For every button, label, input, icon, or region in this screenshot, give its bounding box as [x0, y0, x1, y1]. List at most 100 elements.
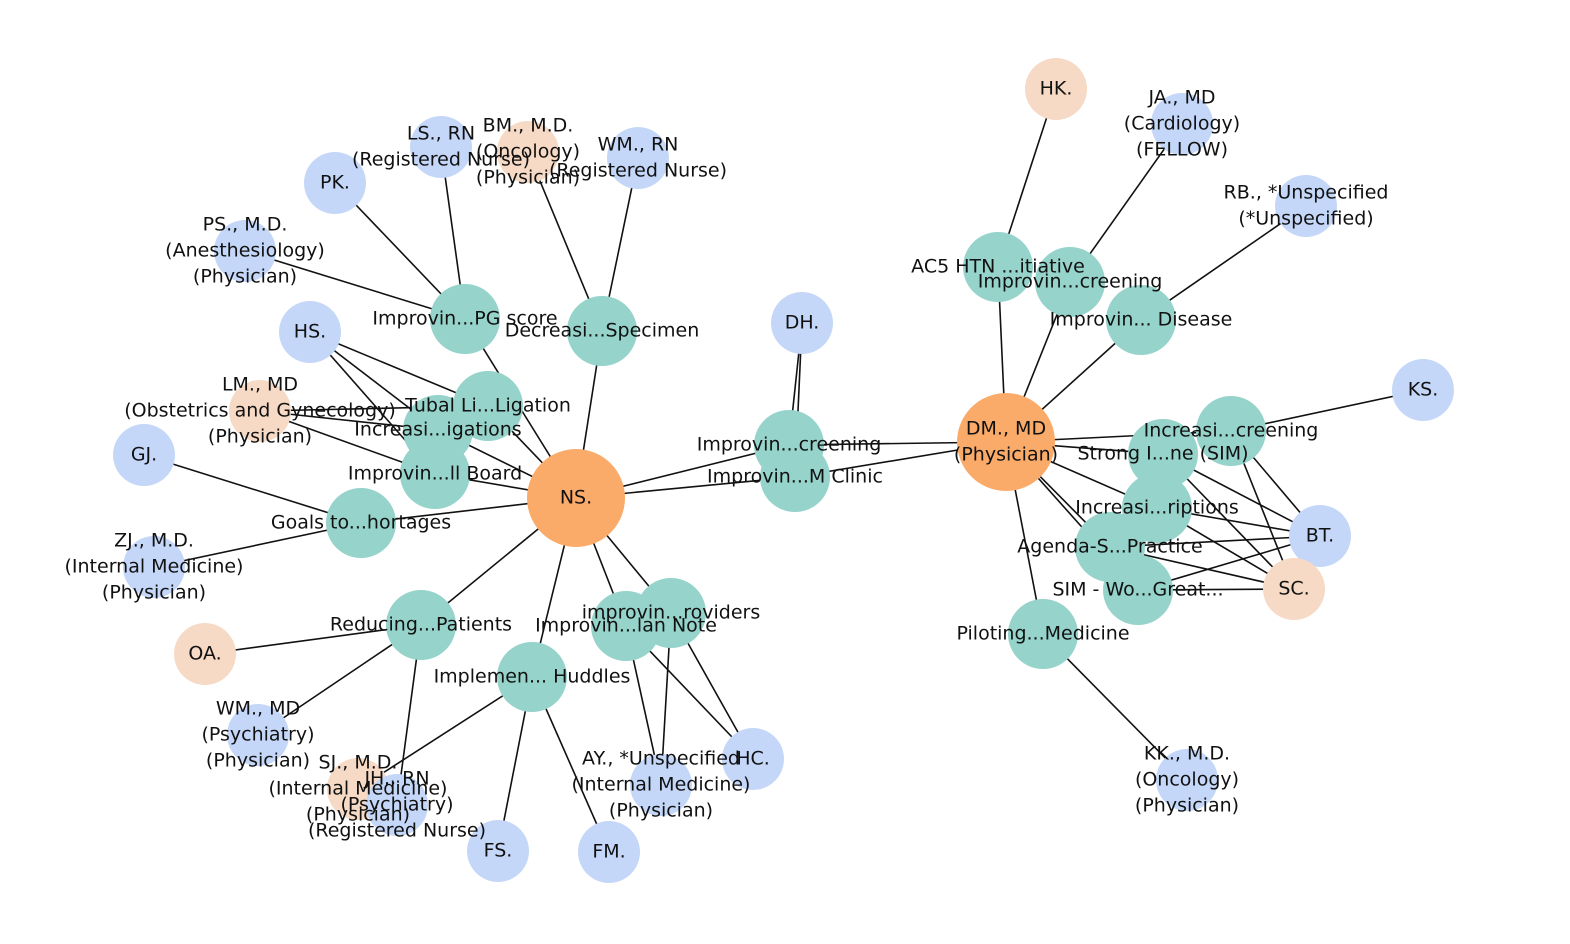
node-wm_rn[interactable]: [607, 127, 669, 189]
node-label-line: Tubal Li...Ligation: [404, 395, 571, 417]
node-label-line: WM., RN: [598, 134, 679, 156]
node-label-line: GJ.: [131, 444, 157, 466]
node-ps[interactable]: [214, 220, 276, 282]
node-label-ps: PS., M.D. (Anesthesiology) (Physician): [165, 214, 325, 288]
node-p_simwo[interactable]: [1103, 555, 1173, 625]
node-p_scr2[interactable]: [1035, 247, 1105, 317]
node-p_clinic[interactable]: [760, 442, 830, 512]
node-label-line: PS., M.D.: [203, 214, 288, 236]
node-lm[interactable]: [229, 380, 291, 442]
node-dm[interactable]: [957, 393, 1055, 491]
node-label-dh: DH.: [785, 312, 820, 334]
node-label-line: (Physician): [208, 426, 312, 448]
node-label-line: Improvin...creening: [697, 434, 882, 456]
node-label-line: (Physician): [193, 266, 297, 288]
node-label-hc: HC.: [736, 748, 770, 770]
node-label-p_spec: Decreasi...Specimen: [505, 320, 700, 342]
node-label-line: DH.: [785, 312, 820, 334]
node-label-line: (Internal Medicine): [572, 774, 751, 796]
node-hk[interactable]: [1025, 58, 1087, 120]
node-hs[interactable]: [279, 301, 341, 363]
node-label-line: AY., *Unspecified: [582, 748, 740, 770]
node-pk[interactable]: [304, 152, 366, 214]
node-bm[interactable]: [497, 121, 559, 183]
label-layer: NS.DM., MD(Physician)Improvin...PG score…: [65, 78, 1439, 863]
node-label-p_ac5: AC5 HTN ...itiative: [911, 256, 1085, 278]
node-label-line: WM., MD: [216, 698, 300, 720]
node-label-line: LS., RN: [407, 123, 475, 145]
node-label-line: (Physician): [954, 444, 1058, 466]
node-p_spec[interactable]: [567, 296, 637, 366]
node-p_pilot[interactable]: [1008, 599, 1078, 669]
node-label-p_hud: Implemen... Huddles: [434, 666, 631, 688]
node-label-lm: LM., MD(Obstetrics and Gynecology)(Physi…: [124, 374, 396, 448]
node-label-line: (*Unspecified): [1238, 208, 1373, 230]
node-label-line: improvin...roviders: [582, 602, 761, 624]
node-label-line: AC5 HTN ...itiative: [911, 256, 1085, 278]
node-label-line: Increasi...creening: [1144, 420, 1319, 442]
node-label-sc: SC.: [1278, 578, 1309, 600]
node-label-line: PK.: [320, 172, 350, 194]
node-sc[interactable]: [1263, 558, 1325, 620]
node-label-line: (Internal Medicine): [269, 778, 448, 800]
node-p_incscr[interactable]: [1196, 396, 1266, 466]
node-p_goals[interactable]: [326, 488, 396, 558]
node-dh[interactable]: [771, 292, 833, 354]
node-label-line: (Anesthesiology): [165, 240, 325, 262]
node-p_rx[interactable]: [1122, 473, 1192, 543]
node-label-p_scr1: Improvin...creening: [697, 434, 882, 456]
node-label-p_prov: improvin...roviders: [582, 602, 761, 624]
node-ay[interactable]: [630, 754, 692, 816]
node-ns[interactable]: [527, 449, 625, 547]
node-label-ns: NS.: [560, 487, 592, 509]
node-p_hud[interactable]: [497, 642, 567, 712]
node-ls[interactable]: [410, 116, 472, 178]
node-label-p_pg: Improvin...PG score: [372, 308, 557, 330]
node-oa[interactable]: [174, 623, 236, 685]
node-label-line: (Physician): [609, 800, 713, 822]
node-p_reduc[interactable]: [386, 590, 456, 660]
node-label-p_clinic: Improvin...M Clinic: [707, 466, 883, 488]
node-label-p_rx: Increasi...riptions: [1075, 497, 1239, 519]
node-label-zj: ZJ., M.D.(Internal Medicine)(Physician): [65, 530, 244, 604]
node-label-line: (Oncology): [1135, 769, 1239, 791]
node-label-line: JA., MD: [1147, 87, 1215, 109]
node-rb[interactable]: [1275, 175, 1337, 237]
node-label-line: NS.: [560, 487, 592, 509]
node-label-line: LM., MD: [222, 374, 298, 396]
node-ja[interactable]: [1151, 93, 1213, 155]
node-label-line: (Internal Medicine): [65, 556, 244, 578]
node-p_pg[interactable]: [430, 284, 500, 354]
node-p_sim[interactable]: [1128, 419, 1198, 489]
node-p_prov[interactable]: [636, 578, 706, 648]
node-gj[interactable]: [113, 424, 175, 486]
edge-oa-p_reduc: [204, 624, 422, 655]
node-fs[interactable]: [467, 820, 529, 882]
node-label-p_simwo: SIM - Wo...Great...: [1052, 579, 1223, 601]
node-jh[interactable]: [366, 774, 428, 836]
node-label-kk: KK., M.D.(Oncology)(Physician): [1135, 743, 1239, 817]
node-label-line: (Physician): [306, 804, 410, 826]
node-hc[interactable]: [722, 728, 784, 790]
node-wm_md[interactable]: [227, 704, 289, 766]
node-label-line: Improvin...lan Note: [535, 615, 717, 637]
node-p_dis[interactable]: [1106, 285, 1176, 355]
node-label-line: (Physician): [206, 750, 310, 772]
node-label-p_agenda: Agenda-S...Practice: [1017, 536, 1202, 558]
node-label-bm: BM., M.D.(Oncology)(Physician): [476, 115, 580, 189]
node-label-line: Implemen... Huddles: [434, 666, 631, 688]
node-p_ac5[interactable]: [963, 232, 1033, 302]
node-zj[interactable]: [123, 536, 185, 598]
node-label-sj: SJ., M.D.(Internal Medicine)(Physician): [269, 752, 448, 826]
node-label-rb: RB., *Unspecified(*Unspecified): [1224, 182, 1389, 230]
node-kk[interactable]: [1156, 749, 1218, 811]
node-ks[interactable]: [1392, 359, 1454, 421]
node-bt[interactable]: [1289, 505, 1351, 567]
node-label-line: (Physician): [1135, 795, 1239, 817]
node-fm[interactable]: [578, 821, 640, 883]
node-label-line: (Cardiology): [1124, 113, 1240, 135]
node-label-bt: BT.: [1306, 525, 1334, 547]
node-label-line: Increasi...riptions: [1075, 497, 1239, 519]
node-label-line: Improvin...M Clinic: [707, 466, 883, 488]
node-p_board[interactable]: [400, 439, 470, 509]
